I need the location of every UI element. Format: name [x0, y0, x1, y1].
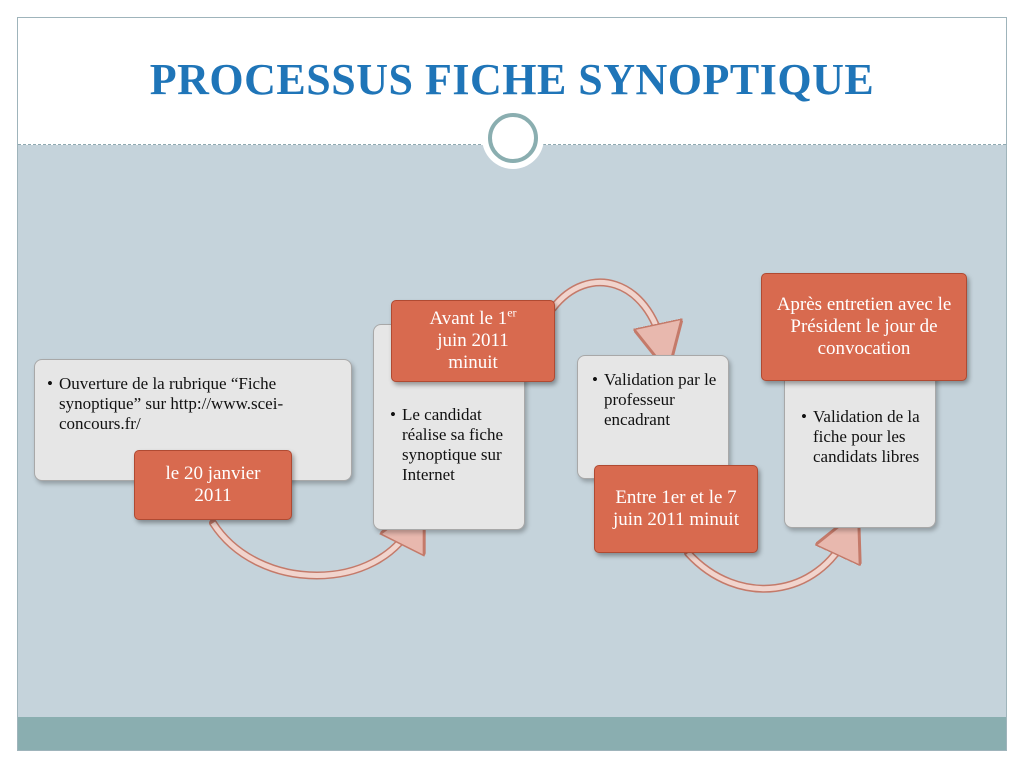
step-4-date: Après entretien avec le Président le jou…: [776, 294, 952, 359]
step-2-date-tag: Avant le 1er juin 2011 minuit: [391, 300, 555, 382]
step-1-date-tag: le 20 janvier 2011: [134, 450, 292, 520]
step-2-item: Le candidat réalise sa fiche synoptique …: [390, 405, 516, 485]
step-2-date: Avant le 1er juin 2011 minuit: [429, 305, 517, 373]
step-3-item: Validation par le professeur encadrant: [592, 370, 720, 430]
step-4-card: Validation de la fiche pour les candidat…: [784, 370, 936, 528]
connector-arrows: [209, 278, 1006, 593]
step-3-date-tag: Entre 1er et le 7 juin 2011 minuit: [594, 465, 758, 553]
step-1-date: le 20 janvier 2011: [165, 463, 261, 506]
slide-footer-bar: [18, 717, 1006, 750]
slide: PROCESSUS FICHE SYNOPTIQUE Ouverture de …: [17, 17, 1007, 751]
step-3-card: Validation par le professeur encadrant: [577, 355, 729, 479]
curved-arrow-1: [209, 519, 417, 580]
slide-title: PROCESSUS FICHE SYNOPTIQUE: [149, 55, 875, 104]
step-4-date-tag: Après entretien avec le Président le jou…: [761, 273, 967, 381]
step-3-date: Entre 1er et le 7 juin 2011 minuit: [613, 487, 739, 530]
step-4-item: Validation de la fiche pour les candidat…: [801, 407, 927, 467]
ring-icon: [488, 113, 538, 163]
step-1-item: Ouverture de la rubrique “Fiche synoptiq…: [47, 374, 341, 434]
